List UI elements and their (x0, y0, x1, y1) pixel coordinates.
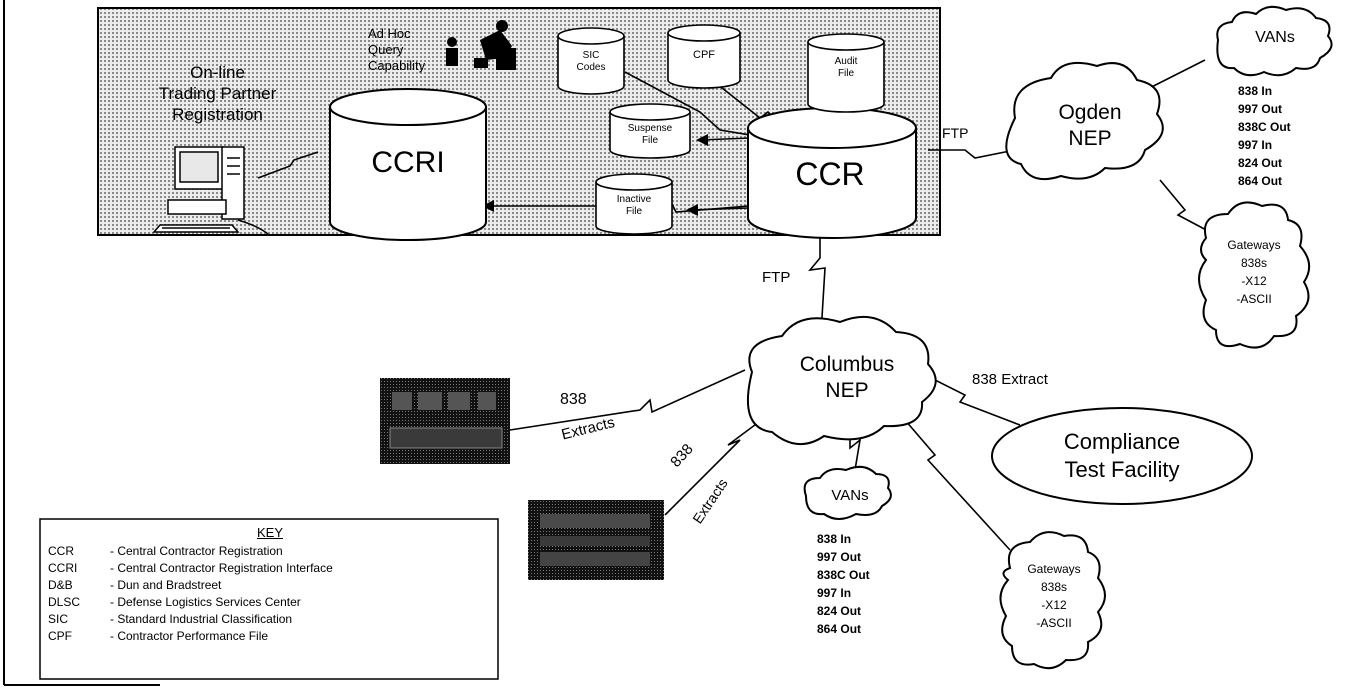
key-entry-cpf: CPF- Contractor Performance File (48, 628, 492, 645)
inactive-file-label: Inactive File (602, 194, 666, 218)
ftp-columbus-label: FTP (762, 270, 790, 285)
key-title: KEY (48, 524, 492, 541)
vans-top-label: VANs (1240, 30, 1310, 46)
key-entry-sic: SIC- Standard Industrial Classification (48, 611, 492, 628)
vans-bottom-label: VANs (820, 488, 880, 503)
link-columbus-dnb (510, 370, 745, 430)
ccr-label: CCR (775, 158, 885, 190)
link-ogden-gateways (1160, 180, 1210, 232)
key-entry-ccri: CCRI- Central Contractor Registration In… (48, 560, 492, 577)
compliance-test-facility-label: Compliance Test Facility (1002, 428, 1242, 484)
columbus-nep-label: Columbus NEP (762, 352, 932, 404)
key-entry-dlsc: DLSC- Defense Logistics Services Center (48, 594, 492, 611)
key-entry-dnb: D&B- Dun and Bradstreet (48, 577, 492, 594)
ccri-label: CCRI (358, 148, 458, 178)
transactions-bottom-list: 838 In 997 Out 838C Out 997 In 824 Out 8… (817, 530, 870, 638)
cpf-label: CPF (680, 50, 728, 61)
key-legend: KEY CCR- Central Contractor Registration… (48, 524, 492, 645)
ftp-ogden-label: FTP (942, 126, 968, 140)
transactions-top-list: 838 In 997 Out 838C Out 997 In 824 Out 8… (1238, 82, 1291, 190)
audit-file-label: Audit File (820, 56, 872, 80)
gateways-right-label: Gateways 838s -X12 -ASCII (1214, 236, 1294, 308)
dlsc-logo-box (528, 500, 664, 580)
sic-codes-label: SIC Codes (563, 50, 619, 74)
extracts-dnb-number: 838 (560, 392, 587, 408)
key-entry-ccr: CCR- Central Contractor Registration (48, 543, 492, 560)
link-columbus-gateways (905, 420, 1010, 550)
gateways-bottom-label: Gateways 838s -X12 -ASCII (1014, 560, 1094, 632)
suspense-file-label: Suspense File (612, 123, 688, 147)
online-registration-label: On-line Trading Partner Registration (140, 62, 295, 125)
ogden-nep-label: Ogden NEP (1030, 100, 1150, 152)
dnb-logo-box (380, 378, 510, 464)
adhoc-query-label: Ad Hoc Query Capability (368, 26, 463, 74)
extract-838-ctf-label: 838 Extract (972, 372, 1048, 387)
link-ccr-ogden (928, 150, 1015, 158)
